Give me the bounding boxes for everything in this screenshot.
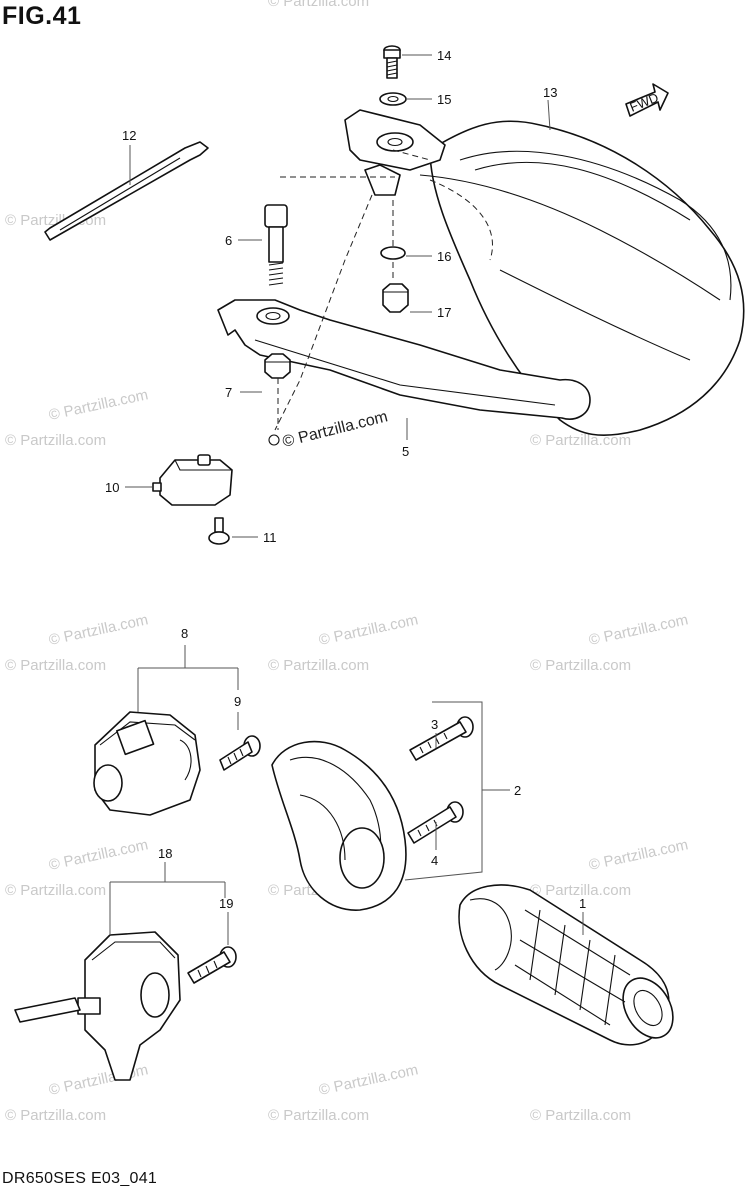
leader-lines xyxy=(109,54,584,945)
watermark: © Partzilla.com xyxy=(530,882,631,899)
part-3-screw xyxy=(409,716,474,761)
callout-9: 9 xyxy=(234,694,241,709)
callout-7: 7 xyxy=(225,385,232,400)
part-10-switch xyxy=(152,454,233,506)
figure-code: DR650SES E03_041 xyxy=(2,1170,158,1187)
callout-19: 19 xyxy=(219,896,233,911)
part-8-switch-housing xyxy=(93,711,201,816)
part-18-switch-housing xyxy=(14,931,181,1081)
watermark: © Partzilla.com xyxy=(5,882,106,899)
callout-15: 15 xyxy=(437,92,451,107)
callout-2: 2 xyxy=(514,783,521,798)
watermark: © Partzilla.com xyxy=(587,611,689,649)
callout-18: 18 xyxy=(158,846,172,861)
watermark: © Partzilla.com xyxy=(268,0,369,10)
part-13-hand-guard xyxy=(419,120,745,436)
fwd-arrow: FWD xyxy=(625,83,669,117)
watermark: © Partzilla.com xyxy=(5,657,106,674)
part-9-screw xyxy=(219,735,261,771)
assembly-lines-upper xyxy=(274,149,493,431)
callout-14: 14 xyxy=(437,48,451,63)
part-1-grip xyxy=(458,884,674,1046)
watermark: © Partzilla.com xyxy=(530,657,631,674)
part-15-washer xyxy=(379,92,407,106)
callout-3: 3 xyxy=(431,717,438,732)
part-17-nut xyxy=(382,283,409,313)
watermark: © Partzilla.com xyxy=(5,432,106,449)
part-5-lever-holder xyxy=(217,299,591,420)
callout-5: 5 xyxy=(402,444,409,459)
fwd-label: FWD xyxy=(628,90,661,115)
part-12-cable-tie xyxy=(44,141,209,241)
callout-13: 13 xyxy=(543,85,557,100)
reference-circle xyxy=(268,434,280,446)
watermark: © Partzilla.com xyxy=(5,1107,106,1124)
part-19-screw xyxy=(187,946,237,984)
part-14-bolt xyxy=(383,45,401,79)
part-6-collar xyxy=(264,204,288,286)
watermark: © Partzilla.com xyxy=(47,611,149,649)
watermark: © Partzilla.com xyxy=(268,657,369,674)
part-11-screw xyxy=(208,517,230,545)
callout-17: 17 xyxy=(437,305,451,320)
callouts: 14 15 13 12 6 16 17 7 5 10 11 8 9 3 2 4 … xyxy=(105,48,586,911)
mounting-bracket-top xyxy=(344,109,446,196)
watermark: © Partzilla.com xyxy=(317,611,419,649)
part-2-throttle-housing xyxy=(271,740,407,911)
part-4-screw xyxy=(407,801,464,844)
watermark: © Partzilla.com xyxy=(268,1107,369,1124)
callout-16: 16 xyxy=(437,249,451,264)
callout-8: 8 xyxy=(181,626,188,641)
watermark: © Partzilla.com xyxy=(530,432,631,449)
watermark: © Partzilla.com xyxy=(47,836,149,874)
callout-6: 6 xyxy=(225,233,232,248)
callout-12: 12 xyxy=(122,128,136,143)
part-7-nut xyxy=(264,353,291,379)
watermark-prominent: © Partzilla.com xyxy=(281,408,390,451)
part-16-washer xyxy=(380,246,406,260)
callout-1: 1 xyxy=(579,896,586,911)
callout-10: 10 xyxy=(105,480,119,495)
watermark: © Partzilla.com xyxy=(587,836,689,874)
watermark: © Partzilla.com xyxy=(47,386,149,424)
watermark: © Partzilla.com xyxy=(317,1061,419,1099)
callout-11: 11 xyxy=(263,530,277,545)
callout-4: 4 xyxy=(431,853,438,868)
watermark: © Partzilla.com xyxy=(530,1107,631,1124)
figure-title: FIG.41 xyxy=(2,2,82,30)
